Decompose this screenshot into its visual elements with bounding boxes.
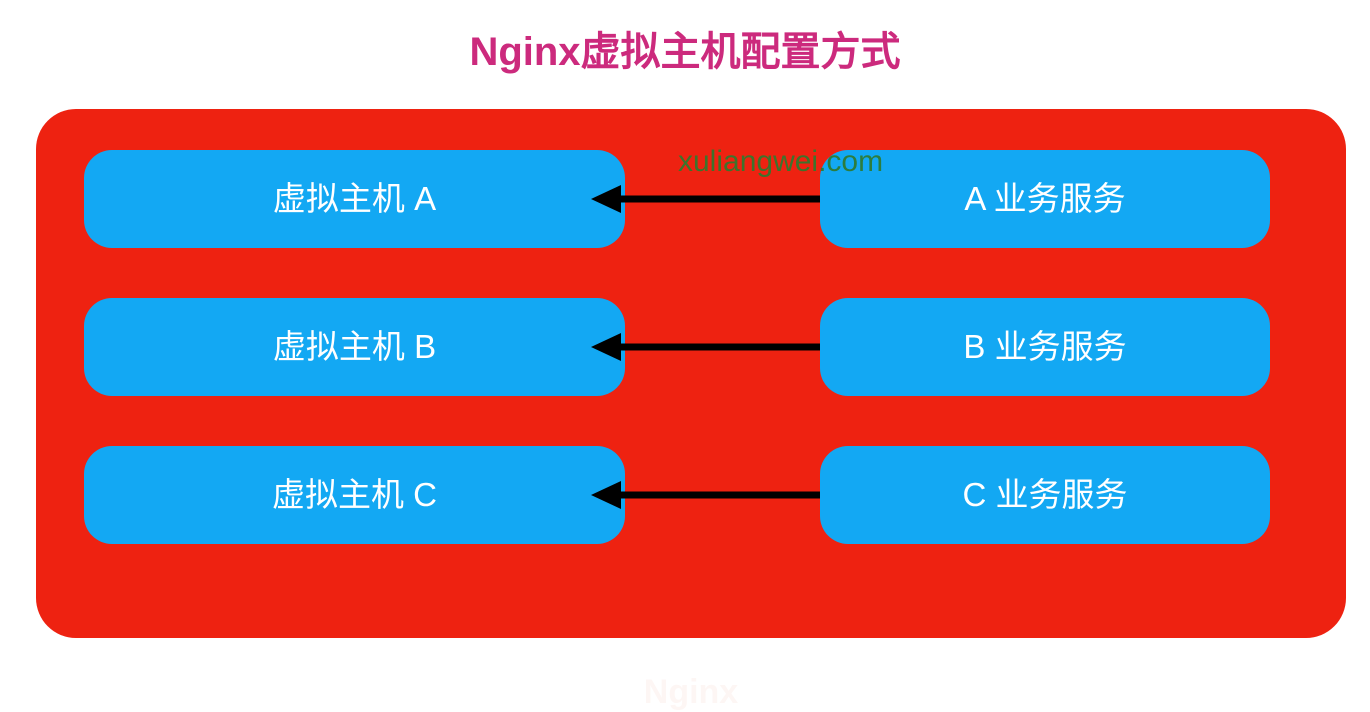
- bidirectional-arrow-icon: [591, 179, 851, 219]
- virtual-host-box-a[interactable]: 虚拟主机 A: [84, 150, 625, 248]
- service-box-b[interactable]: B 业务服务: [820, 298, 1270, 396]
- nginx-container-label: Nginx: [643, 673, 739, 711]
- vhost-row: 虚拟主机 C C 业务服务: [36, 446, 1346, 544]
- vhost-row: 虚拟主机 A A 业务服务: [36, 150, 1346, 248]
- bidirectional-arrow-icon: [591, 327, 851, 367]
- bidirectional-arrow-icon: [591, 475, 851, 515]
- service-box-c[interactable]: C 业务服务: [820, 446, 1270, 544]
- vhost-row: 虚拟主机 B B 业务服务: [36, 298, 1346, 396]
- virtual-host-box-c[interactable]: 虚拟主机 C: [84, 446, 625, 544]
- service-box-a[interactable]: A 业务服务: [820, 150, 1270, 248]
- page-title: Nginx虚拟主机配置方式: [469, 30, 901, 74]
- nginx-container: 虚拟主机 A A 业务服务 虚拟主机 B B 业务服务 虚拟主机 C: [36, 109, 1346, 711]
- virtual-host-box-b[interactable]: 虚拟主机 B: [84, 298, 625, 396]
